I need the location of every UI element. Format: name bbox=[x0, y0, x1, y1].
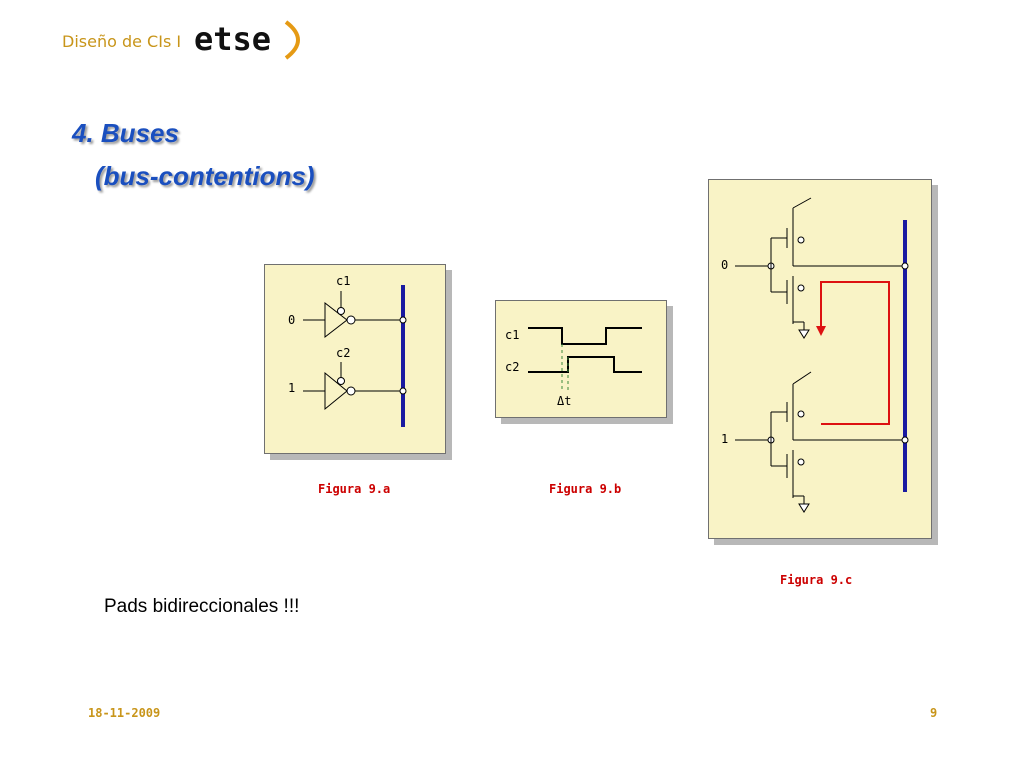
contention-path bbox=[820, 281, 890, 425]
logo-text: etse bbox=[194, 20, 271, 58]
signal-label-c1: c1 bbox=[505, 328, 519, 342]
course-title: Diseño de CIs I bbox=[62, 32, 182, 51]
enable-bubble-bottom bbox=[337, 377, 345, 385]
driver-top: 0 bbox=[721, 197, 909, 339]
logo-swoosh bbox=[284, 20, 300, 60]
bus-node-top bbox=[399, 316, 407, 324]
figure-a-panel: 0 c1 c2 1 bbox=[264, 264, 446, 454]
delta-t-label: Δt bbox=[557, 394, 571, 408]
caption-figure-a: Figura 9.a bbox=[318, 482, 391, 496]
input-label-bottom: 1 bbox=[721, 432, 728, 446]
control-label-c2: c2 bbox=[336, 346, 350, 360]
input-label-top: 0 bbox=[721, 258, 728, 272]
signal-label-c2: c2 bbox=[505, 360, 519, 374]
timing-diagram: c1 c2 Δt bbox=[505, 327, 642, 408]
cmos-drivers-diagram: 0 1 bbox=[721, 197, 909, 513]
etse-logo: etse bbox=[194, 20, 300, 60]
slide-subtitle: (bus-contentions) bbox=[95, 161, 315, 191]
caption-figure-b: Figura 9.b bbox=[549, 482, 622, 496]
driver-bottom: 1 bbox=[721, 371, 909, 513]
input-label-bottom: 1 bbox=[288, 381, 295, 395]
buffer-triangle-bottom bbox=[324, 371, 348, 411]
waveform-c2 bbox=[528, 356, 642, 373]
figure-b-panel: c1 c2 Δt bbox=[495, 300, 667, 418]
input-label-top: 0 bbox=[288, 313, 295, 327]
enable-bubble-top bbox=[337, 307, 345, 315]
inverter-bubble-bottom bbox=[346, 386, 356, 396]
figure-c-panel: 0 1 bbox=[708, 179, 932, 539]
slide-title: 4. Buses bbox=[72, 118, 179, 148]
caption-figure-c: Figura 9.c bbox=[780, 573, 853, 587]
body-text: Pads bidireccionales !!! bbox=[104, 596, 300, 617]
footer-date: 18-11-2009 bbox=[88, 706, 161, 720]
waveform-c1 bbox=[528, 327, 642, 345]
contention-arrow bbox=[816, 326, 826, 336]
bus-node-bottom bbox=[399, 387, 407, 395]
buffer-triangle-top bbox=[324, 301, 348, 339]
inverter-bubble-top bbox=[346, 315, 356, 325]
control-label-c1: c1 bbox=[336, 274, 350, 288]
tristate-buffers-diagram: 0 c1 c2 1 bbox=[288, 274, 407, 427]
page-number: 9 bbox=[930, 706, 938, 720]
